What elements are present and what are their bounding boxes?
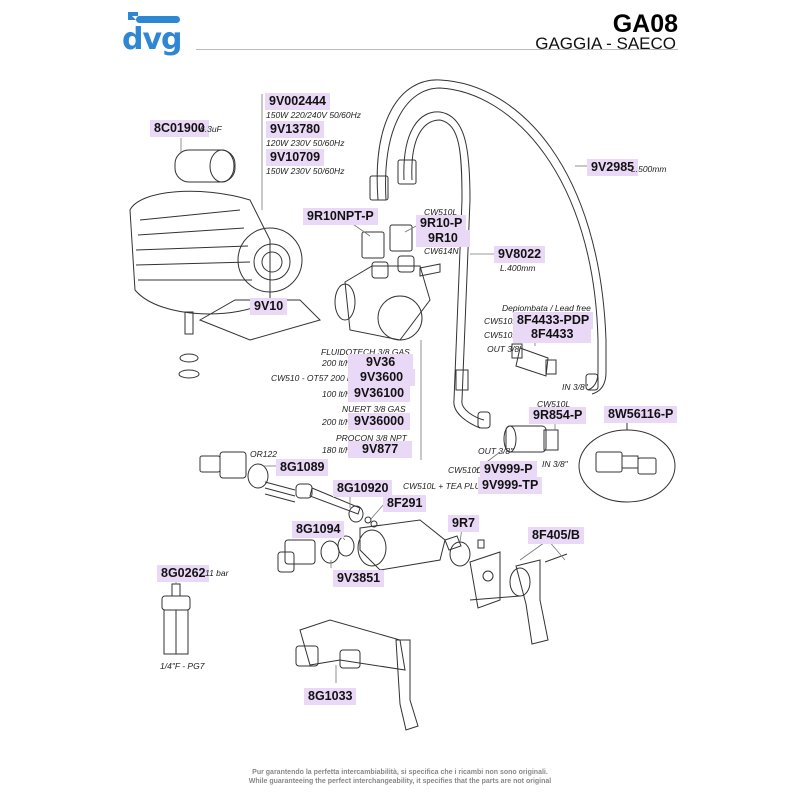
check-valve-out: OUT 3/8" bbox=[487, 344, 523, 354]
part-label-9v13780[interactable]: 9V13780 bbox=[266, 121, 325, 138]
part-label-8g0262[interactable]: 8G0262 bbox=[157, 565, 210, 582]
pump-drawing bbox=[335, 256, 440, 340]
part-label-9v36000[interactable]: 9V36000 bbox=[348, 413, 411, 430]
part-label-8w56116-p[interactable]: 8W56116-P bbox=[604, 406, 678, 423]
part-note-or122: OR122 bbox=[250, 449, 277, 459]
part-note-9v2985: L.500mm bbox=[631, 164, 667, 174]
pump-prefix-9v3600: CW510 - OT57 200 lt/h bbox=[271, 373, 359, 383]
brand-subtitle: GAGGIA - SAECO bbox=[535, 34, 676, 53]
part-prefix-8f4433-pdp: CW510L bbox=[484, 316, 518, 326]
part-label-8f291[interactable]: 8F291 bbox=[383, 495, 427, 512]
logo-text: dvg bbox=[122, 22, 183, 57]
logo-icon bbox=[128, 12, 180, 23]
part-label-9v002444[interactable]: 9V002444 bbox=[265, 93, 331, 110]
part-label-9v3851[interactable]: 9V3851 bbox=[333, 570, 385, 587]
part-label-8c01900[interactable]: 8C01900 bbox=[150, 120, 209, 137]
part-prefix-9v999-p: CW510L bbox=[448, 465, 482, 475]
pump-prefix-9v36100: 100 lt/h bbox=[322, 389, 350, 399]
pump-group-procon: PROCON 3/8 NPT bbox=[336, 433, 407, 443]
part-label-8g1033[interactable]: 8G1033 bbox=[304, 688, 357, 705]
hose-9v2985 bbox=[377, 80, 606, 394]
part-label-8f405b[interactable]: 8F405/B bbox=[528, 527, 584, 544]
part-note-thread: 1/4"F - PG7 bbox=[160, 661, 205, 671]
part-label-9v999-p[interactable]: 9V999-P bbox=[480, 461, 537, 478]
check-valve-drawing bbox=[512, 344, 556, 376]
filter-drawing bbox=[579, 420, 675, 502]
part-label-9v36100[interactable]: 9V36100 bbox=[348, 385, 411, 402]
motor-drawing bbox=[130, 150, 320, 378]
part-label-9r10[interactable]: 9R10 bbox=[416, 230, 470, 247]
part-note-cw510l-9r10p: CW510L bbox=[424, 207, 458, 217]
part-label-8g1089[interactable]: 8G1089 bbox=[276, 459, 329, 476]
part-note-8c01900: 6.3uF bbox=[200, 124, 222, 134]
part-label-9v999-tp[interactable]: 9V999-TP bbox=[478, 477, 543, 494]
part-label-9r10-p[interactable]: 9R10-P bbox=[416, 215, 467, 232]
nonreturn-out: OUT 3/8" bbox=[478, 446, 514, 456]
gauge-8g0262-drawing bbox=[162, 584, 190, 654]
nonreturn-valve-drawing bbox=[504, 426, 558, 452]
pump-prefix-9v36000: 200 lt/h bbox=[322, 417, 350, 427]
valve-body-8g1033-drawing bbox=[296, 620, 418, 730]
part-note-cw614n: CW614N bbox=[424, 246, 459, 256]
part-note-11bar: 11 bar bbox=[205, 568, 229, 578]
nonreturn-in: IN 3/8" bbox=[542, 459, 568, 469]
part-note-cw510l-9r854: CW510L bbox=[537, 399, 571, 409]
part-label-9v2985[interactable]: 9V2985 bbox=[587, 159, 639, 176]
part-note-9v10709: 150W 230V 50/60Hz bbox=[266, 166, 345, 176]
header-divider bbox=[196, 49, 678, 50]
part-label-9r10npt-p[interactable]: 9R10NPT-P bbox=[303, 208, 378, 225]
part-label-8f4433-pdp[interactable]: 8F4433-PDP bbox=[513, 312, 594, 329]
footer-disclaimer-it: Pur garantendo la perfetta intercambiabi… bbox=[252, 769, 548, 776]
part-label-9r7[interactable]: 9R7 bbox=[448, 515, 479, 532]
part-label-9v877[interactable]: 9V877 bbox=[348, 441, 413, 458]
part-note-9v13780: 120W 230V 50/60Hz bbox=[266, 138, 345, 148]
part-note-9v002444: 150W 220/240V 50/60Hz bbox=[266, 110, 361, 120]
part-label-8f4433[interactable]: 8F4433 bbox=[513, 326, 592, 343]
check-valve-in: IN 3/8" bbox=[562, 382, 588, 392]
part-label-9v10[interactable]: 9V10 bbox=[250, 298, 288, 315]
part-label-9v10709[interactable]: 9V10709 bbox=[266, 149, 325, 166]
part-label-9v8022[interactable]: 9V8022 bbox=[494, 246, 546, 263]
footer-disclaimer-en: While guaranteeing the perfect interchan… bbox=[248, 778, 552, 785]
part-label-9r854-p[interactable]: 9R854-P bbox=[529, 407, 587, 424]
brand-logo: dvg bbox=[122, 8, 202, 58]
hose-9v8022 bbox=[404, 112, 490, 428]
pump-group-fluidotech: FLUIDOTECH 3/8 GAS bbox=[321, 347, 410, 357]
lead-free-note: Depiombata / Lead free bbox=[502, 303, 591, 313]
part-prefix-9v999-tp: CW510L + TEA PLUS bbox=[403, 481, 487, 491]
part-prefix-8f4433: CW510L bbox=[484, 330, 518, 340]
part-label-9v3600[interactable]: 9V3600 bbox=[348, 369, 416, 386]
part-label-9v36[interactable]: 9V36 bbox=[348, 354, 414, 371]
pump-prefix-9v36: 200 lt/h bbox=[322, 358, 350, 368]
pump-prefix-9v877: 180 lt/h bbox=[322, 445, 350, 455]
part-note-9v8022: L.400mm bbox=[500, 263, 536, 273]
part-label-8g10920[interactable]: 8G10920 bbox=[333, 480, 393, 497]
model-title: GA08 bbox=[612, 10, 678, 38]
pump-group-nuert: NUERT 3/8 GAS bbox=[342, 404, 406, 414]
part-label-8g1094[interactable]: 8G1094 bbox=[292, 521, 345, 538]
